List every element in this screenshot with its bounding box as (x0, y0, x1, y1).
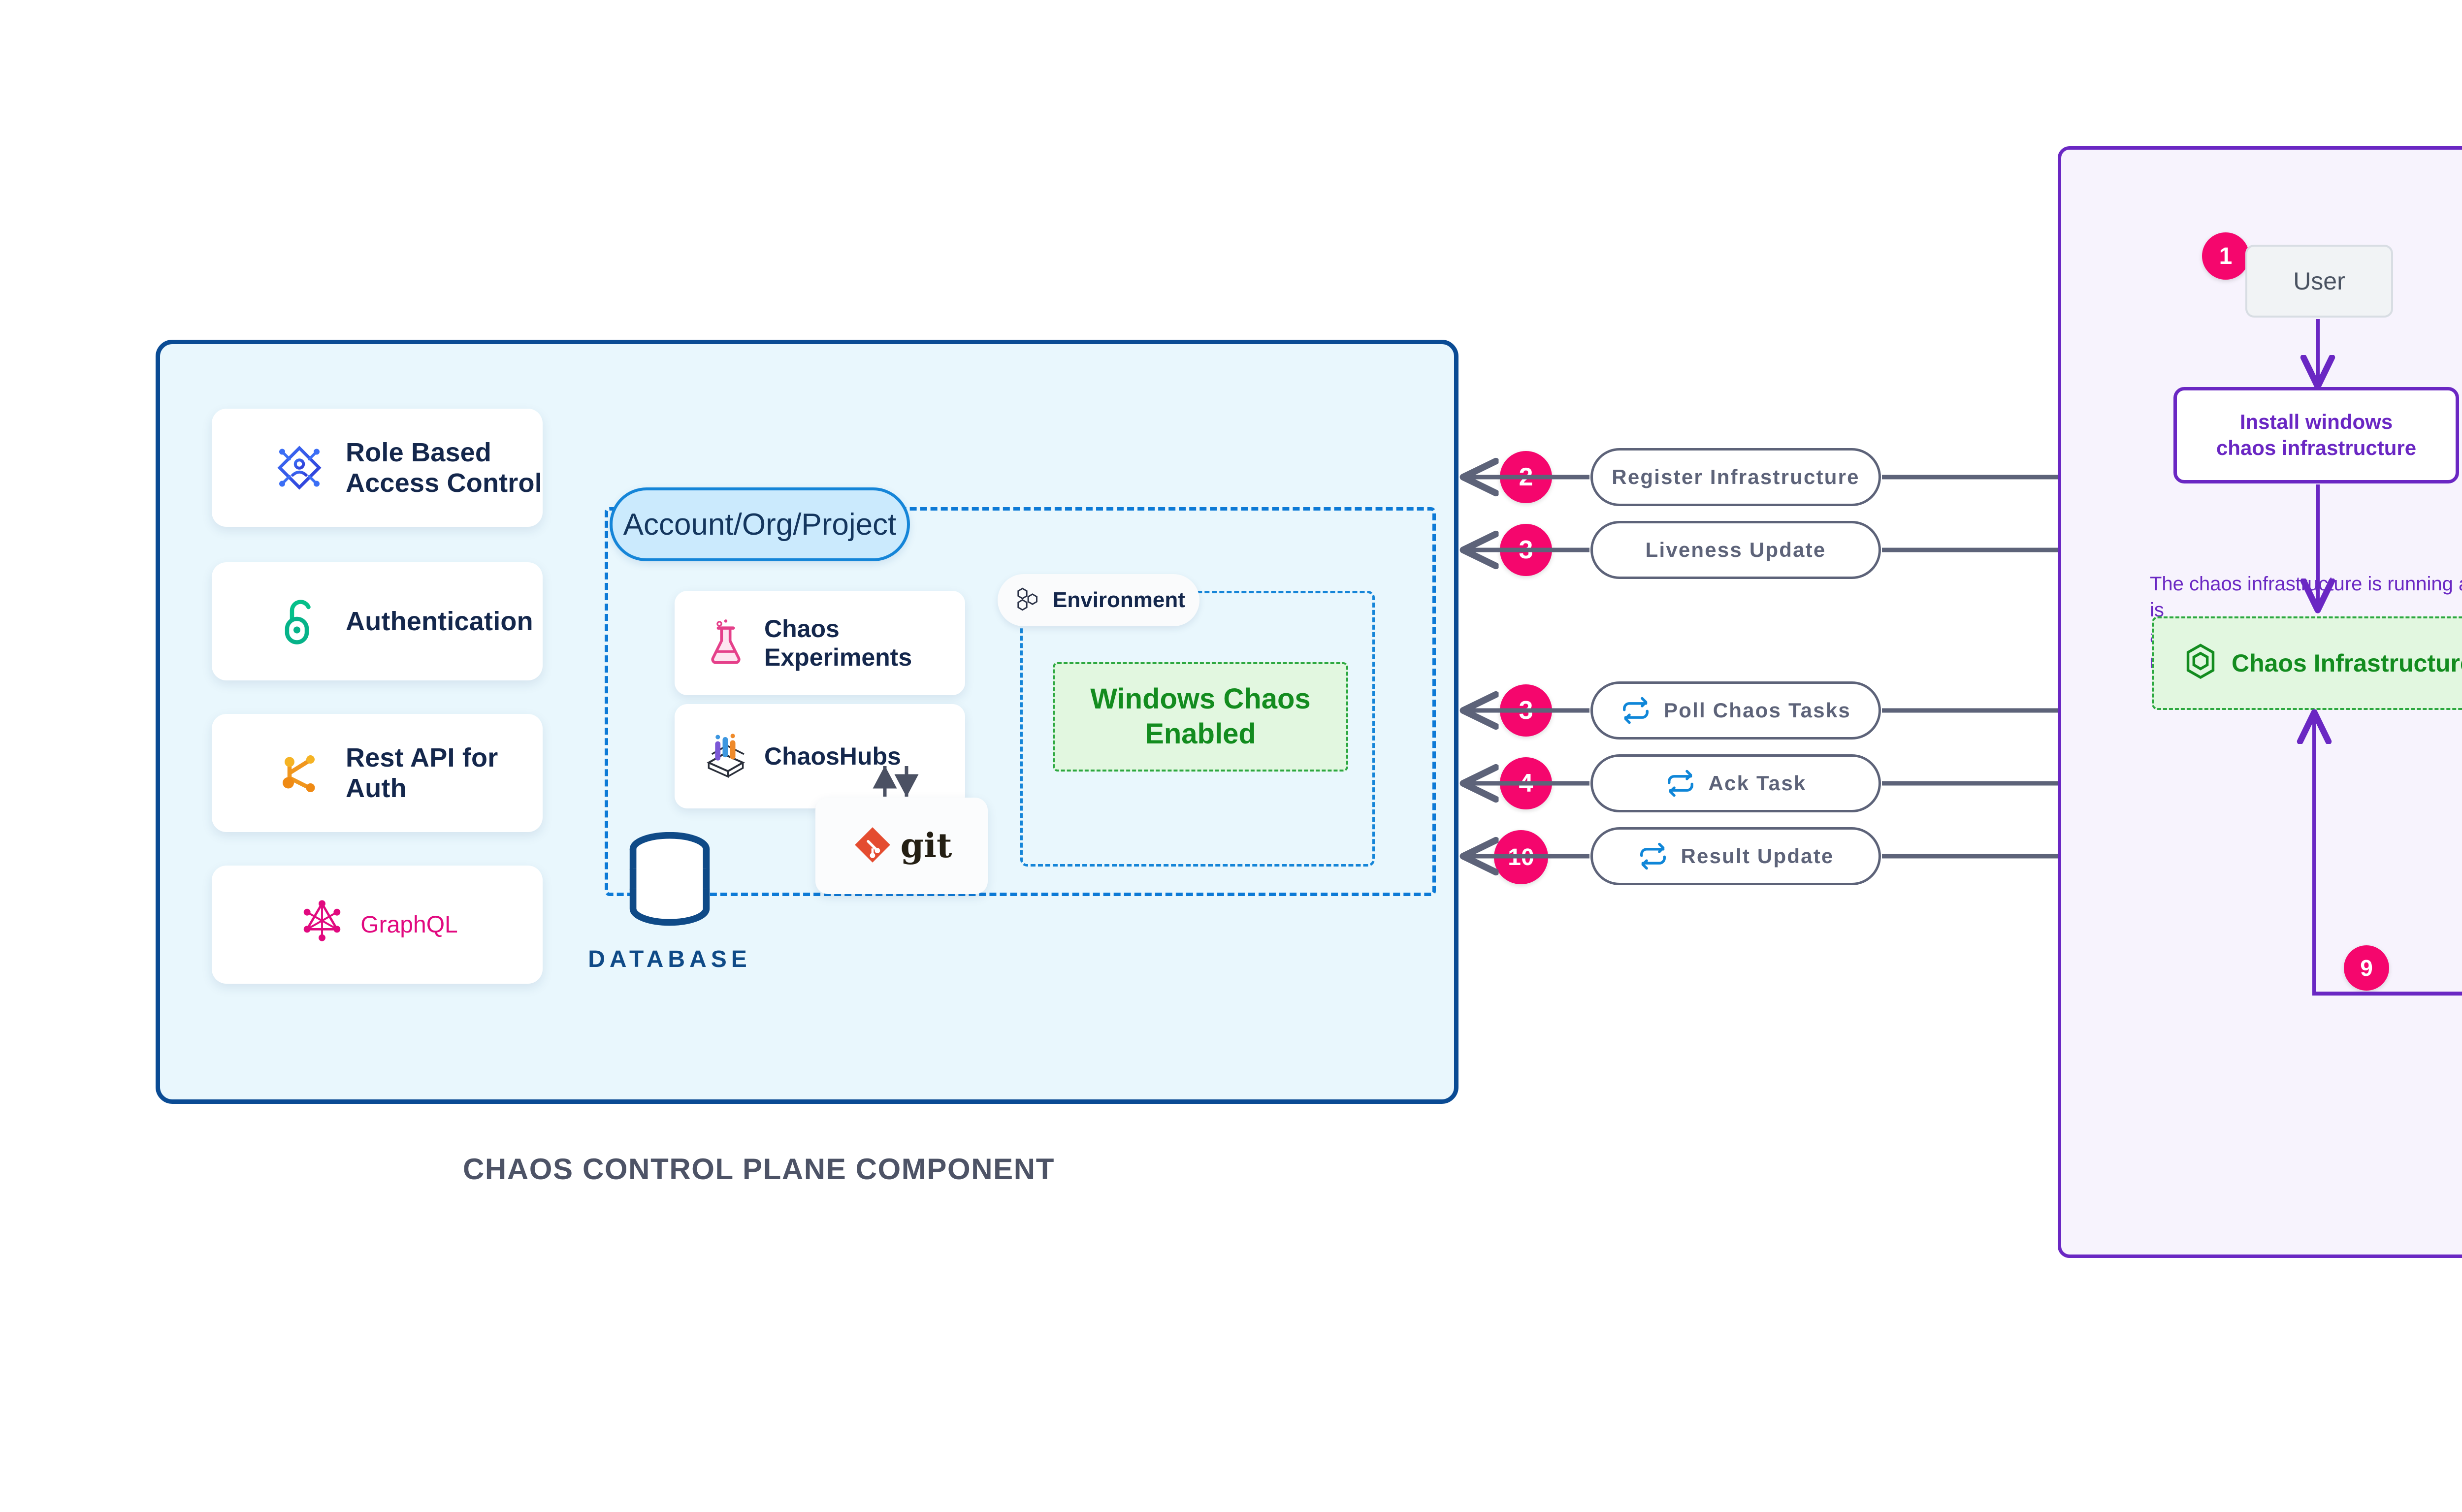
badge-2: 2 (1500, 451, 1552, 503)
user-label: User (2293, 267, 2345, 295)
account-org-project-chip[interactable]: Account/Org/Project (610, 487, 910, 561)
inner-card-chaos-experiments[interactable]: Chaos Experiments (675, 591, 965, 695)
control-plane-caption: CHAOS CONTROL PLANE COMPONENT (463, 1153, 1055, 1186)
database-label: DATABASE (588, 946, 751, 972)
connector-pill-label: Result Update (1681, 844, 1834, 868)
feature-card-label: Authentication (346, 607, 533, 636)
inner-card-chaoshubs[interactable]: ChaosHubs (675, 704, 965, 808)
chaos-infrastructure-box[interactable]: Chaos Infrastructure (2152, 616, 2462, 710)
user-box[interactable]: User (2245, 245, 2393, 318)
connector-pill-label: Ack Task (1708, 772, 1807, 795)
database-icon (624, 832, 715, 941)
graphql-icon (296, 895, 356, 954)
loop-icon (1620, 695, 1651, 726)
feature-card-rest-api[interactable]: Rest API for Auth (212, 714, 543, 832)
inner-card-label: Chaos Experiments (764, 615, 912, 671)
feature-card-graphql[interactable]: GraphQL API (212, 866, 543, 984)
feature-card-authentication[interactable]: Authentication (212, 562, 543, 680)
git-label: git (900, 826, 952, 866)
feature-card-rbac[interactable]: Role Based Access Control (212, 409, 543, 527)
flask-icon (700, 617, 751, 669)
connector-pill-liveness-update[interactable]: Liveness Update (1590, 521, 1881, 579)
badge-3-poll: 3 (1500, 684, 1552, 737)
connector-pill-label: Register Infrastructure (1612, 465, 1860, 488)
badge-3-liveness: 3 (1500, 524, 1552, 576)
chaos-infrastructure-label: Chaos Infrastructure (2232, 649, 2462, 677)
graphql-wordmark: GraphQL (360, 911, 458, 938)
account-org-project-container (605, 507, 1436, 896)
account-chip-label: Account/Org/Project (623, 507, 897, 542)
badge-1: 1 (2202, 232, 2249, 280)
hexagon-cluster-icon (1015, 585, 1044, 616)
windows-chaos-enabled-box: Windows Chaos Enabled (1053, 662, 1348, 772)
git-card[interactable]: git (815, 798, 988, 894)
feature-card-label: Role Based Access Control (346, 438, 542, 498)
git-logo-icon (851, 824, 894, 869)
feature-card-label: Rest API for Auth (346, 743, 498, 803)
environment-label: Environment (1053, 588, 1185, 612)
loop-icon (1665, 768, 1696, 799)
lock-icon (270, 592, 329, 651)
connector-pill-poll-chaos-tasks[interactable]: Poll Chaos Tasks (1590, 681, 1881, 740)
connector-pill-label: Liveness Update (1645, 538, 1826, 561)
install-box-label: Install windows chaos infrastructure (2216, 410, 2417, 459)
windows-chaos-enabled-label: Windows Chaos Enabled (1090, 683, 1311, 750)
badge-4: 4 (1500, 757, 1552, 809)
environment-chip[interactable]: Environment (998, 574, 1199, 626)
connector-pill-ack-task[interactable]: Ack Task (1590, 754, 1881, 812)
connector-pill-label: Poll Chaos Tasks (1664, 699, 1851, 722)
badge-10: 10 (1494, 830, 1548, 884)
badge-9: 9 (2344, 945, 2389, 991)
api-branch-icon (270, 743, 329, 803)
test-tube-rack-icon (700, 731, 751, 782)
connector-pill-register-infrastructure[interactable]: Register Infrastructure (1590, 448, 1881, 506)
hexagon-icon (2182, 643, 2219, 684)
database-group: DATABASE (586, 832, 753, 1009)
connector-pill-result-update[interactable]: Result Update (1590, 827, 1881, 885)
loop-icon (1638, 841, 1668, 871)
install-windows-chaos-infrastructure-box[interactable]: Install windows chaos infrastructure (2173, 387, 2459, 483)
rbac-icon (270, 438, 329, 497)
inner-card-label: ChaosHubs (764, 742, 901, 770)
